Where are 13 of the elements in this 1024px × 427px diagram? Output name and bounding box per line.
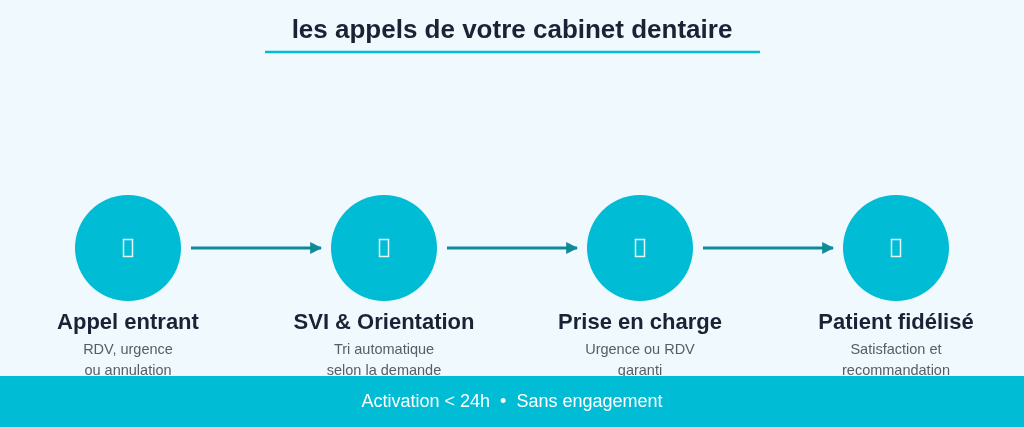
step-title: Prise en charge — [557, 309, 723, 335]
step-description: Satisfaction et recommandation — [841, 340, 951, 380]
step-description: Tri automatique selon la demande — [325, 340, 443, 380]
arrow — [447, 242, 579, 254]
title: les appels de votre cabinet dentaire — [290, 14, 734, 45]
arrow — [703, 242, 835, 254]
step-title: Patient fidélisé — [817, 309, 975, 335]
step-title: Appel entrant — [56, 309, 200, 335]
step-description: Urgence ou RDV garanti — [584, 340, 696, 380]
arrow — [191, 242, 323, 254]
step-title: SVI & Orientation — [292, 309, 476, 335]
footer-text: Activation < 24h • Sans engagement — [360, 391, 664, 412]
step-description: RDV, urgence ou annulation — [82, 340, 174, 380]
